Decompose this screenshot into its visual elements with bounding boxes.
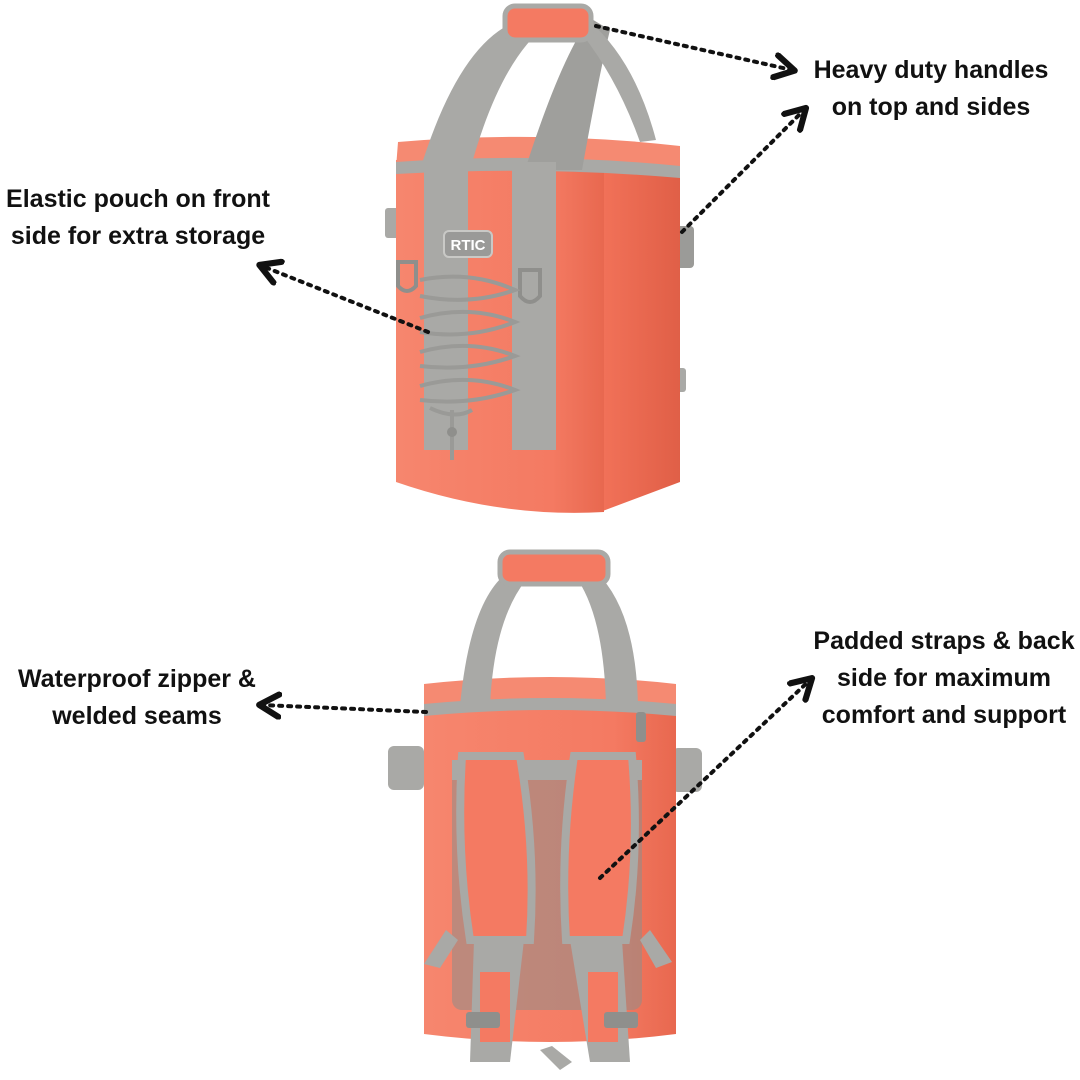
- lower-strap-inner-right: [588, 972, 618, 1042]
- back-top-grip-handle: [497, 549, 611, 587]
- arrow-top-handle: [594, 24, 792, 70]
- callout-arrows: [262, 24, 810, 880]
- brand-logo-text: RTIC: [451, 237, 486, 254]
- strap-end-left: [424, 930, 458, 968]
- callout-line: Waterproof zipper &: [18, 665, 256, 693]
- front-view-bag: RTIC: [385, 3, 694, 513]
- handle-strap-back: [582, 20, 656, 142]
- top-grip-handle: [502, 3, 594, 43]
- cord-lock: [447, 427, 457, 437]
- callout-line: side for maximum: [837, 664, 1051, 692]
- brand-logo-badge: [443, 230, 493, 258]
- strap-tail: [540, 1046, 572, 1070]
- callout-line: Heavy duty handles: [813, 56, 1049, 84]
- back-right-side-handle: [672, 748, 702, 792]
- callout-line: on top and sides: [831, 93, 1031, 121]
- handle-strap-right: [525, 18, 610, 170]
- arrow-straps: [598, 680, 810, 880]
- front-webbing-right: [512, 162, 556, 450]
- elastic-bungee-cord: [419, 274, 521, 460]
- left-side-handle: [385, 208, 399, 238]
- callout-waterproof-zipper: Waterproof zipper & welded seams: [6, 661, 268, 735]
- callout-padded-straps: Padded straps & back side for maximum co…: [806, 623, 1080, 734]
- back-view-bag: [388, 549, 702, 1070]
- callout-line: comfort and support: [821, 701, 1067, 729]
- back-handle-strap-left: [460, 572, 526, 706]
- shoulder-strap-right: [560, 752, 639, 944]
- strap-buckle-right: [604, 1012, 638, 1028]
- bag-side-panel: [600, 160, 680, 512]
- back-handle-strap-right: [578, 572, 638, 706]
- arrow-zipper: [262, 705, 428, 712]
- handle-strap-left: [420, 20, 548, 170]
- lower-strap-inner-left: [480, 972, 510, 1042]
- strap-buckle-left: [466, 1012, 500, 1028]
- back-left-side-handle: [388, 746, 424, 790]
- arrow-elastic-pouch: [262, 266, 430, 334]
- callout-line: welded seams: [52, 702, 222, 730]
- zipper-pull: [636, 712, 646, 742]
- callout-elastic-pouch: Elastic pouch on front side for extra st…: [2, 181, 274, 255]
- d-ring-left: [396, 260, 418, 293]
- shoulder-strap-left: [456, 752, 536, 944]
- callout-line: side for extra storage: [10, 222, 266, 250]
- callout-heavy-duty-handles: Heavy duty handles on top and sides: [800, 52, 1062, 126]
- arrow-side-handle: [680, 110, 804, 234]
- d-ring-right: [518, 268, 542, 304]
- callout-line: Elastic pouch on front: [6, 185, 270, 213]
- callout-line: Padded straps & back: [813, 627, 1075, 655]
- strap-end-right: [640, 930, 672, 968]
